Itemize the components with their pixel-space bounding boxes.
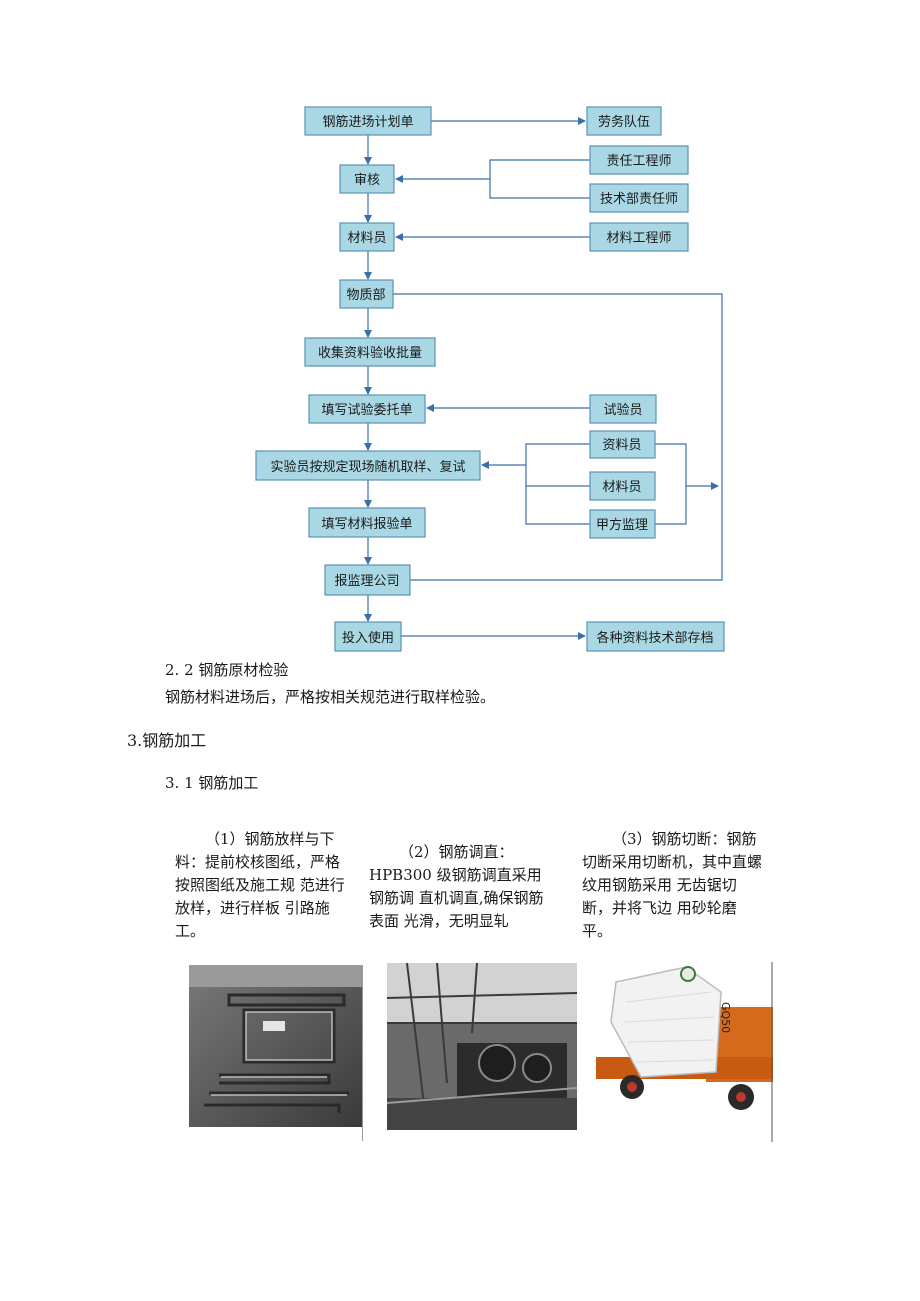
svg-text:甲方监理: 甲方监理 — [596, 517, 648, 533]
svg-text:材料员: 材料员 — [347, 231, 386, 246]
node-document-clerk: 资料员 — [589, 430, 656, 459]
svg-text:收集资料验收批量: 收集资料验收批量 — [318, 345, 422, 361]
svg-text:责任工程师: 责任工程师 — [606, 154, 671, 169]
section-number: 2. 2 — [165, 661, 194, 679]
node-materials-dept: 物质部 — [339, 279, 394, 309]
svg-text:物质部: 物质部 — [346, 288, 385, 303]
node-put-into-use: 投入使用 — [334, 621, 402, 652]
node-material-engineer: 材料工程师 — [589, 222, 689, 252]
rebar-cutting-machine-photo: GQ50 — [596, 962, 773, 1142]
step-2-text: （2）钢筋调直：HPB300 级钢筋调直采用钢筋调 直机调直,确保钢筋表面 光滑… — [369, 843, 544, 930]
rebar-layout-photo — [189, 965, 362, 1127]
node-plan: 钢筋进场计划单 — [304, 106, 432, 136]
node-material-clerk: 材料员 — [339, 222, 395, 252]
svg-text:报监理公司: 报监理公司 — [334, 574, 399, 589]
svg-text:实验员按规定现场随机取样、复试: 实验员按规定现场随机取样、复试 — [270, 459, 465, 475]
feedback-loop-line — [393, 293, 723, 581]
svg-text:填写材料报验单: 填写材料报验单 — [321, 516, 412, 532]
node-owner-supervisor: 甲方监理 — [589, 509, 656, 539]
svg-text:钢筋进场计划单: 钢筋进场计划单 — [322, 114, 413, 130]
connector-inspectors-right — [655, 443, 687, 525]
node-review: 审核 — [339, 164, 395, 194]
section-3-1-heading: 3. 1 钢筋加工 — [165, 772, 258, 794]
node-fill-test-form: 填写试验委托单 — [308, 394, 426, 424]
step-1-text: （1）钢筋放样与下料：提前校核图纸，严格按照图纸及施工规 范进行放样，进行样板 … — [175, 830, 345, 940]
svg-text:投入使用: 投入使用 — [342, 630, 394, 646]
connector-inspectors-left — [525, 443, 590, 525]
section-2-2-body: 钢筋材料进场后，严格按相关规范进行取样检验。 — [165, 688, 496, 706]
node-report-supervision: 报监理公司 — [324, 564, 411, 596]
svg-text:材料员: 材料员 — [602, 480, 641, 495]
section-title: 钢筋原材检验 — [198, 661, 289, 679]
step-3-text: （3）钢筋切断：钢筋切断采用切断机，其中直螺纹用钢筋采用 无齿锯切断，并将飞边 … — [582, 830, 763, 940]
node-fill-inspection-form: 填写材料报验单 — [308, 507, 426, 538]
node-tech-dept-engineer: 技术部责任师 — [589, 183, 689, 213]
svg-text:劳务队伍: 劳务队伍 — [598, 114, 650, 130]
node-collect-data: 收集资料验收批量 — [304, 337, 436, 367]
node-tester: 试验员 — [589, 394, 657, 424]
svg-text:审核: 审核 — [354, 173, 380, 188]
svg-text:各种资料技术部存档: 各种资料技术部存档 — [596, 630, 713, 646]
section-2-2-heading: 2. 2 钢筋原材检验 — [165, 659, 288, 681]
column-divider — [362, 965, 363, 1141]
node-responsible-engineer: 责任工程师 — [589, 145, 689, 175]
section-number: 3. 1 — [165, 774, 194, 792]
machine-label: GQ50 — [719, 1002, 732, 1033]
svg-text:技术部责任师: 技术部责任师 — [600, 192, 678, 207]
node-labor-team: 劳务队伍 — [586, 106, 662, 136]
node-archive: 各种资料技术部存档 — [586, 621, 725, 652]
process-flowchart: 钢筋进场计划单 劳务队伍 责任工程师 审核 技术部责任师 材料员 材料工程师 — [255, 106, 725, 652]
svg-text:试验员: 试验员 — [603, 402, 642, 418]
node-material-clerk-side: 材料员 — [589, 471, 656, 501]
svg-text:资料员: 资料员 — [602, 438, 641, 453]
connector-engineers — [489, 159, 590, 199]
section-title: 钢筋加工 — [198, 774, 259, 792]
svg-text:材料工程师: 材料工程师 — [606, 231, 671, 246]
rebar-straightening-machine-photo — [387, 963, 577, 1130]
section-3-heading: 3.钢筋加工 — [127, 731, 207, 750]
svg-text:填写试验委托单: 填写试验委托单 — [321, 402, 412, 418]
node-sampling: 实验员按规定现场随机取样、复试 — [255, 450, 481, 481]
